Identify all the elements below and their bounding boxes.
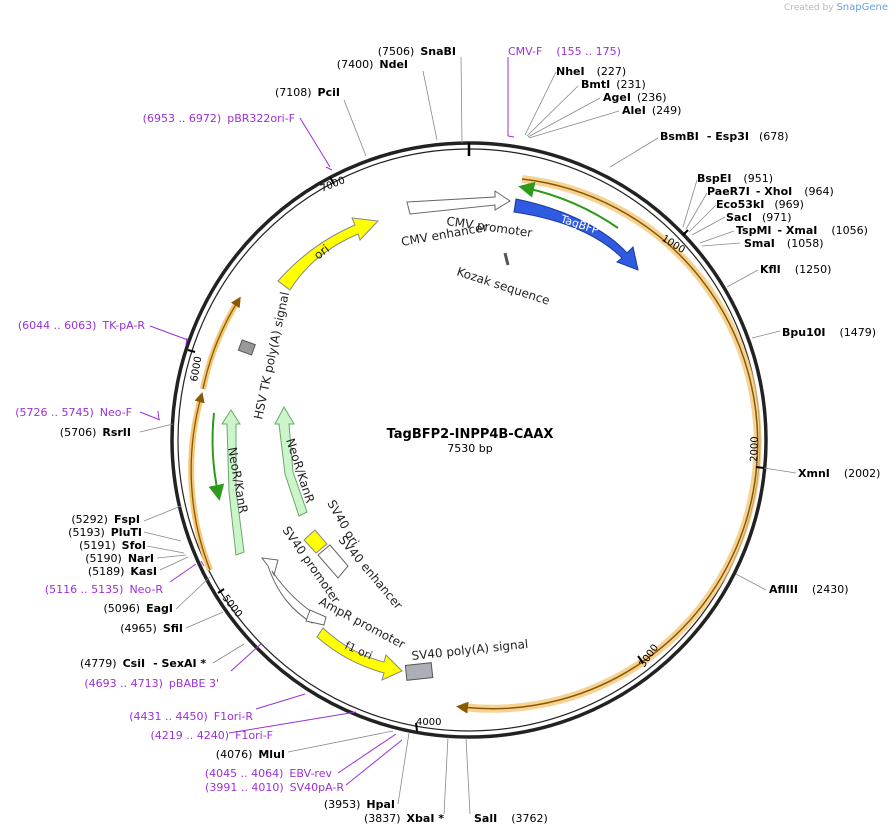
tick-label-7000: 7000 <box>319 175 347 195</box>
site-eagi: (5096)EagI <box>104 602 173 615</box>
primer-f1ori-r: (4431 .. 4450)F1ori-R <box>129 710 253 723</box>
site-paer7i: PaeR7I- XhoI(964) <box>707 185 834 198</box>
sv40-polya-box <box>404 662 434 681</box>
primer-f1ori-f: (4219 .. 4240)F1ori-F <box>151 729 274 742</box>
orf-left-line-2 <box>190 391 211 571</box>
site-tspmi: TspMI- XmaI(1056) <box>736 224 868 237</box>
site-mlui: (4076)MluI <box>216 748 285 761</box>
site-hpai: (3953)HpaI <box>324 798 395 811</box>
site-eco53ki: Eco53kI(969) <box>716 198 804 211</box>
ori-arrow <box>277 217 380 291</box>
site-sfii: (4965)SfiI <box>120 622 183 635</box>
orf-left-arc-1 <box>200 299 241 390</box>
ampr-promoter-arrow <box>305 609 327 626</box>
primer-tk-pa-r: (6044 .. 6063)TK-pA-R <box>18 319 146 332</box>
tagbfp-label: TagBFP <box>558 212 601 237</box>
site-pluti: (5193)PluTI <box>68 526 142 539</box>
neor-kanr-arrow-1 <box>221 409 245 556</box>
site-fspi: (5292)FspI <box>71 513 140 526</box>
site-rsrii: (5706)RsrII <box>60 426 131 439</box>
tick-marks <box>187 176 765 732</box>
site-pcii: (7108)PciI <box>275 86 340 99</box>
primer-pbabe-3: (4693 .. 4713)pBABE 3' <box>84 677 219 690</box>
site-bsmbi: BsmBI- Esp3I(678) <box>660 130 789 143</box>
site-kasi: (5189)KasI <box>88 565 157 578</box>
tick-label-2000: 2000 <box>749 436 761 462</box>
site-bspei: BspEI(951) <box>697 172 773 185</box>
site-nari: (5190)NarI <box>85 552 154 565</box>
sv40-enhancer-label: SV40 enhancer <box>336 533 406 612</box>
site-smai: SmaI(1058) <box>744 237 823 250</box>
sv40-ori-box <box>303 529 328 554</box>
sv40-polya-label: SV40 poly(A) signal <box>411 637 529 663</box>
primer-leader-lines <box>139 57 515 786</box>
primer-neo-f: (5726 .. 5745)Neo-F <box>15 406 132 419</box>
orf-main-line <box>456 178 759 714</box>
hsv-tk-polya-label: HSV TK poly(A) signal <box>251 291 292 421</box>
kozak-mark <box>503 252 510 266</box>
site-nhei: NheI(227) <box>556 65 626 78</box>
site-leader-lines <box>139 56 797 815</box>
primer-cmv-f: CMV-F(155 .. 175) <box>508 45 621 58</box>
neor-kanr-arrow-2 <box>274 405 308 517</box>
site-xmni: XmnI(2002) <box>798 467 880 480</box>
tick-label-6000: 6000 <box>189 356 204 383</box>
site-kfli: KflI(1250) <box>760 263 831 276</box>
site-bmti: BmtI(231) <box>581 78 646 91</box>
primer-ebv-rev: (4045 .. 4064)EBV-rev <box>205 767 333 780</box>
primer-neo-r: (5116 .. 5135)Neo-R <box>45 583 163 596</box>
plasmid-name: TagBFP2-INPP4B-CAAX <box>387 427 554 442</box>
tick-label-3000: 3000 <box>637 643 661 670</box>
kozak-label: Kozak sequence <box>455 265 551 308</box>
orf-left-green <box>208 412 225 501</box>
plasmid-length: 7530 bp <box>447 442 492 455</box>
orf-left-arc-2 <box>188 396 213 572</box>
site-saci: SacI(971) <box>726 211 792 224</box>
tagbfp-arrow <box>513 198 639 271</box>
orf-green-line <box>518 181 619 229</box>
site-bpu10i: Bpu10I(1479) <box>782 326 876 339</box>
site-csii: (4779)CsiI- SexAI * <box>80 657 206 670</box>
orf-left-line-1 <box>202 296 241 390</box>
site-sali: SalI(3762) <box>474 812 548 825</box>
site-ndei: (7400)NdeI <box>337 58 408 71</box>
f1-ori-arrow <box>316 627 403 681</box>
cmv-enhancer-arrow <box>406 190 511 215</box>
site-aflIII: AflIII(2430) <box>769 583 849 596</box>
snapgene-credit: Created by SnapGene <box>784 2 888 13</box>
primer-pbr322ori-f: (6953 .. 6972)pBR322ori-F <box>143 112 295 125</box>
snapgene-logo: SnapGene <box>836 2 888 13</box>
site-xbai: (3837)XbaI * <box>364 812 444 825</box>
site-agei: AgeI(236) <box>603 91 667 104</box>
site-sfoi: (5191)SfoI <box>79 539 146 552</box>
sv40-enhancer-box <box>317 544 349 579</box>
site-snabi: (7506)SnaBI <box>378 45 456 58</box>
tick-label-4000: 4000 <box>416 717 441 728</box>
primer-sv40pa-r: (3991 .. 4010)SV40pA-R <box>205 781 344 794</box>
hsv-tk-polya-box <box>237 339 256 356</box>
credit-prefix: Created by <box>784 3 834 13</box>
site-alei: AleI(249) <box>622 104 681 117</box>
